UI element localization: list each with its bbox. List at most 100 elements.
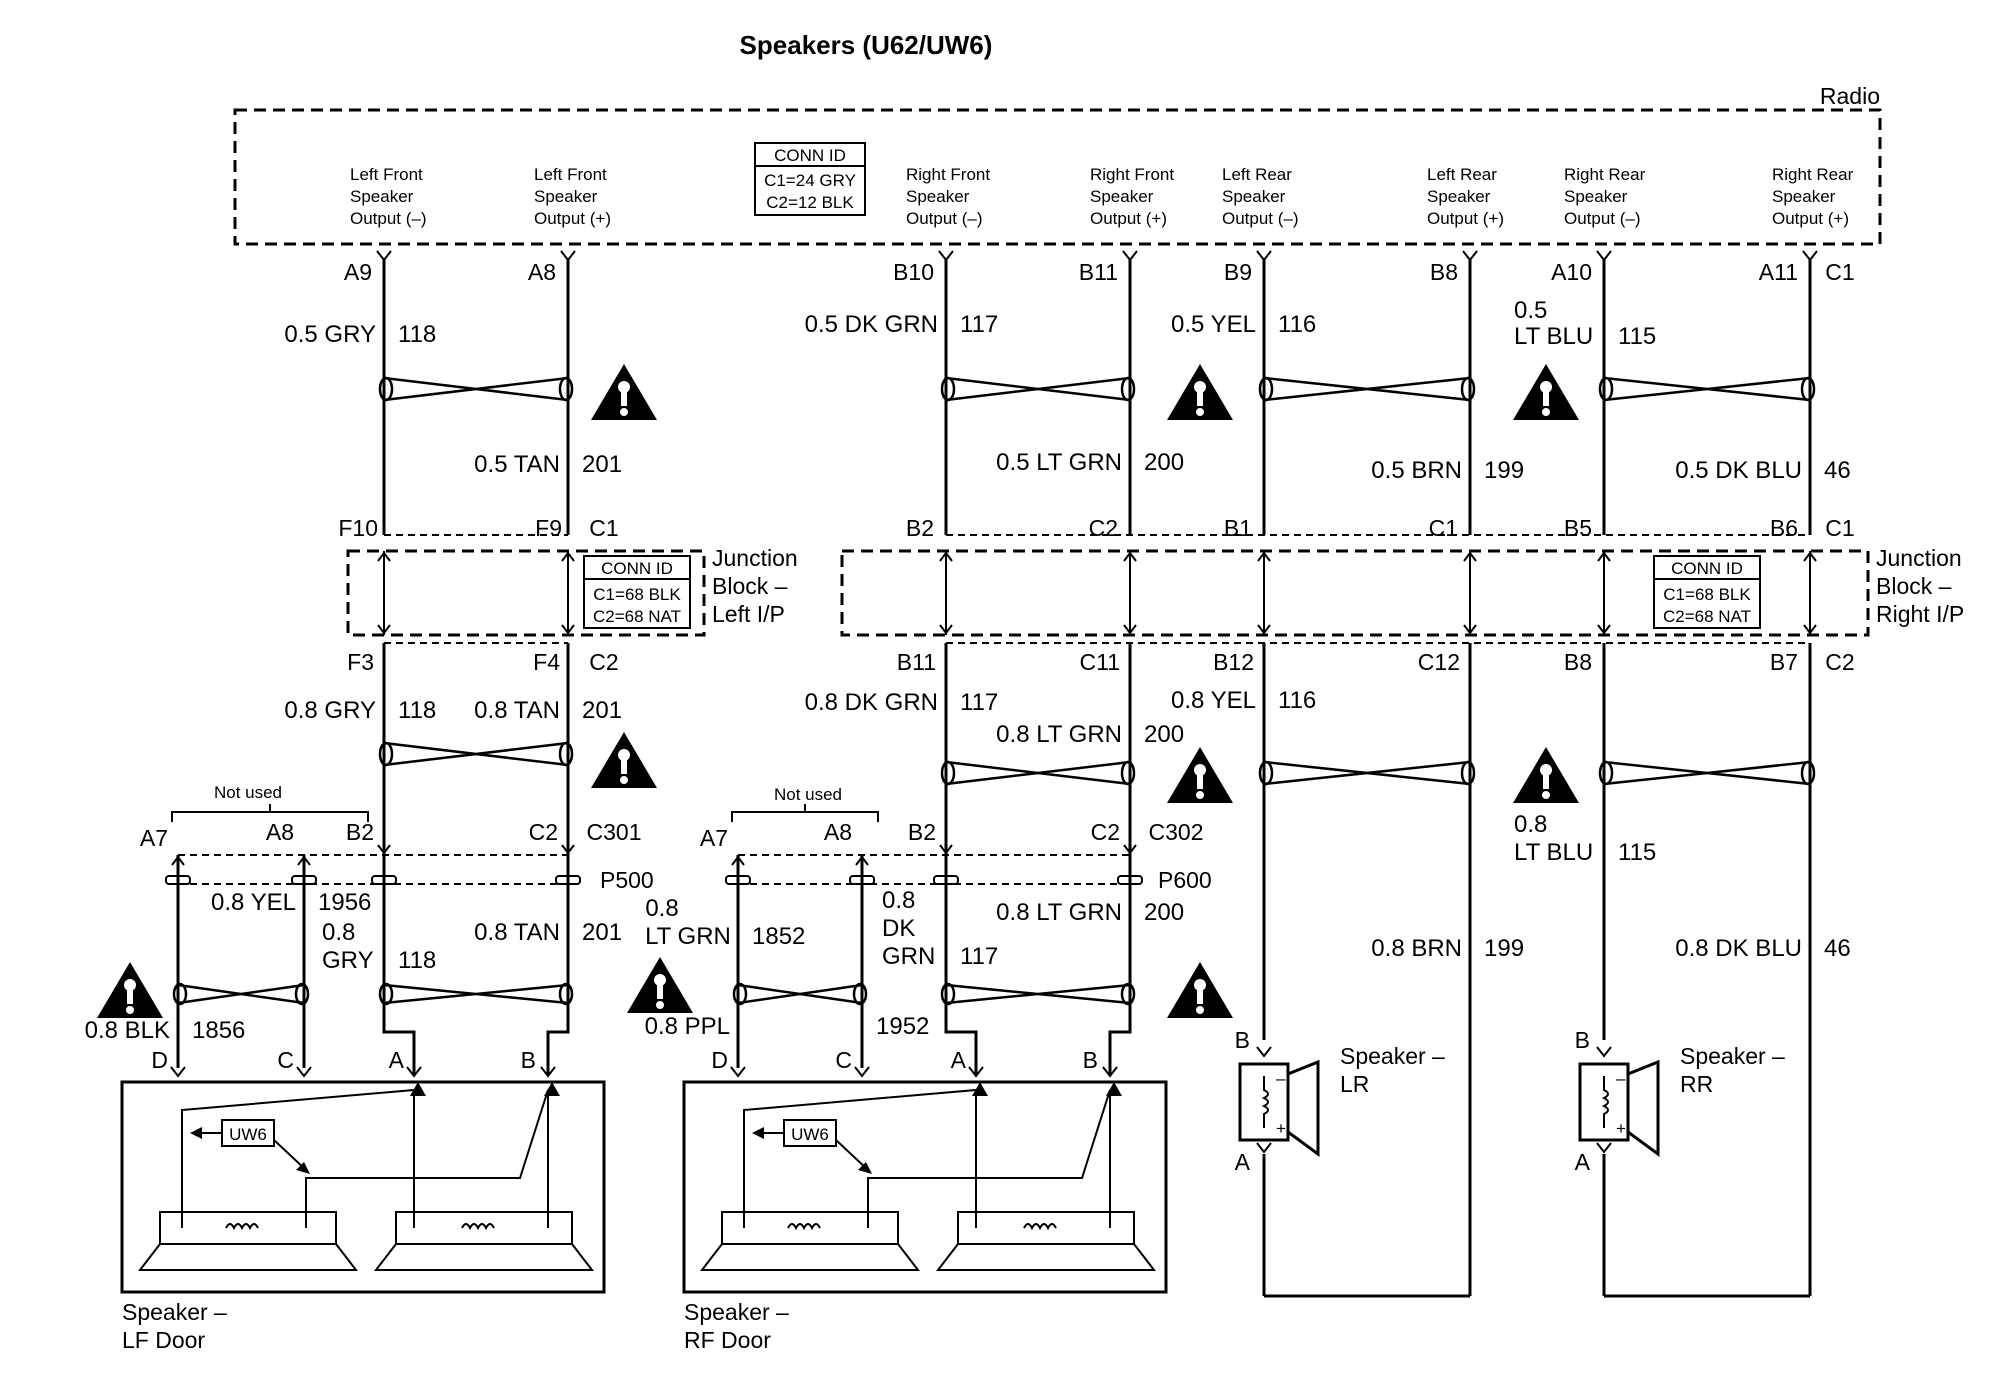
svg-text:Right Front: Right Front: [906, 165, 990, 184]
wire-labels-top: 0.5 GRY 118 0.5 TAN 201 0.5 DK GRN 117 0…: [284, 297, 1850, 484]
svg-text:116: 116: [1278, 311, 1316, 338]
svg-text:Speaker: Speaker: [906, 187, 970, 206]
svg-text:LR: LR: [1340, 1071, 1369, 1097]
svg-text:Output (+): Output (+): [1772, 209, 1849, 228]
svg-text:+: +: [1616, 1119, 1626, 1138]
svg-text:201: 201: [582, 697, 622, 724]
svg-text:C301: C301: [587, 819, 642, 845]
svg-text:Junction: Junction: [1876, 545, 1962, 571]
svg-text:A: A: [389, 1047, 405, 1073]
jb-left-conn-id-box: [583, 555, 691, 629]
radio-connector-c1: C1: [1825, 259, 1854, 285]
svg-text:Speaker –: Speaker –: [1680, 1043, 1785, 1069]
svg-text:B2: B2: [346, 819, 374, 845]
warning-icon-5: [1167, 747, 1233, 803]
svg-text:B11: B11: [897, 649, 936, 675]
svg-text:C: C: [835, 1047, 852, 1073]
svg-text:118: 118: [398, 947, 436, 974]
svg-text:115: 115: [1618, 839, 1656, 866]
connector-c301: Not used A7 A8 B2 C2 C301 P500: [140, 783, 654, 893]
svg-text:B8: B8: [1564, 649, 1592, 675]
radio-conn-id-heading: CONN ID: [774, 146, 846, 165]
svg-text:CONN ID: CONN ID: [1671, 559, 1743, 578]
svg-text:Not used: Not used: [774, 785, 842, 804]
svg-text:0.8 TAN: 0.8 TAN: [474, 919, 560, 946]
svg-text:P600: P600: [1158, 867, 1212, 893]
wire-paths: [176, 250, 1818, 1298]
svg-text:1852: 1852: [752, 923, 805, 950]
svg-text:1856: 1856: [192, 1017, 245, 1044]
svg-text:Speaker –: Speaker –: [122, 1299, 227, 1325]
svg-text:Output (–): Output (–): [906, 209, 983, 228]
svg-text:201: 201: [582, 451, 622, 478]
svg-text:199: 199: [1484, 457, 1524, 484]
svg-text:Output (–): Output (–): [1564, 209, 1641, 228]
svg-text:C2: C2: [1089, 515, 1118, 541]
svg-text:LT GRN: LT GRN: [645, 923, 731, 950]
radio-output-rf-plus: Right Front Speaker Output (+): [1090, 165, 1174, 228]
radio-output-lf-plus: Left Front Speaker Output (+): [534, 165, 611, 228]
svg-text:GRY: GRY: [322, 947, 374, 974]
svg-text:B2: B2: [908, 819, 936, 845]
svg-text:Left Rear: Left Rear: [1427, 165, 1497, 184]
svg-text:B: B: [1235, 1027, 1250, 1053]
junction-block-left: CONN ID C1=68 BLK C2=68 NAT Junction Blo…: [338, 515, 797, 675]
svg-text:Speaker: Speaker: [1090, 187, 1154, 206]
svg-text:Speaker: Speaker: [1772, 187, 1836, 206]
svg-text:Output (+): Output (+): [1427, 209, 1504, 228]
warning-icon-1: [591, 364, 657, 420]
svg-text:C2: C2: [1091, 819, 1120, 845]
svg-text:0.8 TAN: 0.8 TAN: [474, 697, 560, 724]
svg-text:–: –: [1616, 1069, 1626, 1088]
svg-text:0.8 YEL: 0.8 YEL: [211, 889, 296, 916]
svg-text:Speaker –: Speaker –: [1340, 1043, 1445, 1069]
svg-text:D: D: [151, 1047, 168, 1073]
svg-text:A7: A7: [140, 825, 168, 851]
svg-text:Speaker: Speaker: [1427, 187, 1491, 206]
svg-text:Block –: Block –: [712, 573, 788, 599]
svg-text:C2: C2: [529, 819, 558, 845]
svg-text:F4: F4: [533, 649, 560, 675]
svg-text:GRN: GRN: [882, 943, 935, 970]
warning-icon-7: [97, 962, 163, 1018]
svg-text:Speaker: Speaker: [534, 187, 598, 206]
svg-text:C1: C1: [1429, 515, 1458, 541]
svg-text:C11: C11: [1080, 649, 1121, 675]
svg-text:B1: B1: [1224, 515, 1252, 541]
svg-text:117: 117: [960, 689, 998, 716]
svg-text:Right I/P: Right I/P: [1876, 601, 1964, 627]
radio-pins: A9 A8 B10 B11 B9 B8 A10 A11 C1: [344, 259, 1855, 285]
radio-output-lr-minus: Left Rear Speaker Output (–): [1222, 165, 1299, 228]
svg-text:P500: P500: [600, 867, 654, 893]
radio-output-rr-minus: Right Rear Speaker Output (–): [1564, 165, 1646, 228]
svg-text:Output (–): Output (–): [1222, 209, 1299, 228]
svg-text:46: 46: [1824, 935, 1851, 962]
svg-text:+: +: [1276, 1119, 1286, 1138]
svg-text:A11: A11: [1759, 259, 1798, 285]
svg-text:LF Door: LF Door: [122, 1327, 205, 1353]
wire-labels-low: 0.8 YEL 1956 0.8 GRY 118 0.8 TAN 201 0.8…: [85, 887, 1184, 1044]
junction-block-right: CONN ID C1=68 BLK C2=68 NAT Junction Blo…: [840, 515, 1964, 675]
radio-conn-id-box: [754, 142, 866, 216]
svg-text:LT BLU: LT BLU: [1514, 323, 1593, 350]
svg-text:200: 200: [1144, 899, 1184, 926]
svg-text:B8: B8: [1430, 259, 1458, 285]
svg-text:Output (+): Output (+): [1090, 209, 1167, 228]
radio-conn-id-line1: C1=24 GRY: [764, 171, 856, 190]
svg-text:A10: A10: [1551, 259, 1592, 285]
speaker-rr: B – + A Speaker – RR: [1575, 1027, 1785, 1175]
svg-text:Right Rear: Right Rear: [1772, 165, 1854, 184]
svg-text:C1=68 BLK: C1=68 BLK: [1663, 585, 1751, 604]
svg-text:115: 115: [1618, 323, 1656, 350]
svg-text:CONN ID: CONN ID: [601, 559, 673, 578]
svg-text:0.8: 0.8: [645, 895, 678, 922]
radio-output-rr-plus: Right Rear Speaker Output (+): [1772, 165, 1854, 228]
svg-text:Right Front: Right Front: [1090, 165, 1174, 184]
svg-text:A8: A8: [266, 819, 294, 845]
svg-text:A: A: [951, 1047, 967, 1073]
svg-text:C1: C1: [1825, 515, 1854, 541]
wire-labels-mid: 0.8 GRY 118 0.8 TAN 201 0.8 DK GRN 117 0…: [284, 687, 1850, 962]
jb-right-conn-id-box: [1653, 555, 1761, 629]
svg-text:1956: 1956: [318, 889, 371, 916]
